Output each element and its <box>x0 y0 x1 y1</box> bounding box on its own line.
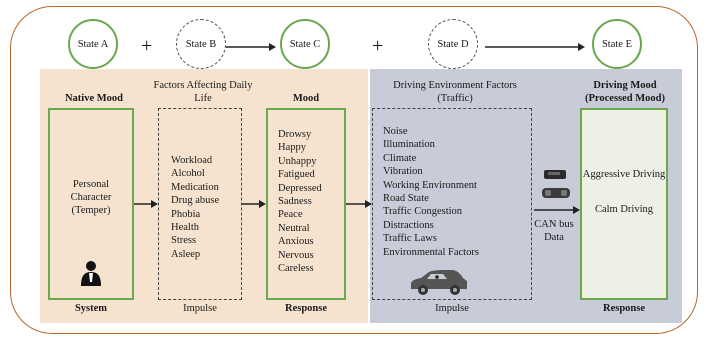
arrow-mood-to-environment <box>346 200 372 208</box>
environment-factor-item: Road State <box>383 193 429 205</box>
environment-factor-item: Climate <box>383 152 417 164</box>
system-label: System <box>74 303 108 314</box>
environment-factor-item: Traffic Laws <box>383 233 437 245</box>
environment-factor-item: Noise <box>383 126 408 137</box>
vehicle-sensor-icon <box>542 170 570 198</box>
mood-item: Unhappy <box>278 155 317 167</box>
environment-title: Driving Environment Factors (Traffic) <box>393 80 517 104</box>
personal-character-text: Personal Character (Temper) <box>70 179 112 216</box>
arrow-native-to-factors <box>134 200 158 208</box>
environment-factor-item: Working Environment <box>383 179 477 191</box>
state-e-label: State E <box>601 38 633 50</box>
mood-item: Drowsy <box>278 129 312 140</box>
arrow-b-to-c <box>226 43 276 51</box>
plus-sign-1: + <box>141 35 153 57</box>
mood-footer: Response <box>284 303 327 314</box>
native-mood-title: Native Mood <box>64 93 124 104</box>
mood-item: Careless <box>278 263 314 275</box>
environment-factor-item: Distractions <box>383 219 434 231</box>
arrow-canbus-to-driving-mood <box>534 206 580 214</box>
state-c-node: State C <box>280 19 330 69</box>
mood-item: Sadness <box>278 196 312 208</box>
aggressive-driving-text: Aggressive Driving <box>582 169 666 180</box>
car-driver-icon <box>411 270 467 295</box>
state-b-node: State B <box>176 19 226 69</box>
arrow-d-to-e <box>485 43 585 51</box>
factor-item: Workload <box>171 155 213 166</box>
person-icon <box>81 261 101 286</box>
driving-mood-title: Driving Mood (Processed Mood) <box>585 80 665 104</box>
mood-item: Neutral <box>278 222 310 234</box>
arrow-factors-to-mood <box>242 200 266 208</box>
state-a-label: State A <box>77 38 109 50</box>
factor-item: Drug abuse <box>171 195 220 207</box>
driving-mood-footer: Response <box>602 303 645 314</box>
mood-title: Mood <box>292 93 320 104</box>
factor-item: Health <box>171 222 199 234</box>
state-d-label: State D <box>437 38 469 50</box>
state-b-label: State B <box>185 38 217 50</box>
outer-frame <box>10 6 698 334</box>
factors-title: Factors Affecting Daily Life <box>153 80 253 104</box>
environment-footer: Impulse <box>435 303 469 314</box>
driving-mood-box: Aggressive Driving Calm Driving <box>580 108 668 300</box>
mood-item: Nervous <box>278 249 314 261</box>
mood-item: Fatigued <box>278 169 315 181</box>
environment-factor-item: Illumination <box>383 139 435 151</box>
environment-factor-item: Traffic Congestion <box>383 206 463 218</box>
calm-driving-text: Calm Driving <box>594 204 654 215</box>
mood-item: Peace <box>278 209 303 221</box>
state-e-node: State E <box>592 19 642 69</box>
native-mood-box: Personal Character (Temper) <box>48 108 134 300</box>
can-bus-data-label: CAN bus Data <box>534 219 574 243</box>
factor-item: Medication <box>171 181 219 193</box>
environment-factor-item: Environmental Factors <box>383 246 479 258</box>
state-a-node: State A <box>68 19 118 69</box>
factors-footer: Impulse <box>183 303 217 314</box>
factor-item: Stress <box>171 235 197 247</box>
mood-item: Anxious <box>278 236 314 248</box>
environment-factor-item: Vibration <box>383 166 423 178</box>
factor-item: Asleep <box>171 248 201 260</box>
plus-sign-2: + <box>372 35 384 57</box>
state-c-label: State C <box>289 38 321 50</box>
factor-item: Alcohol <box>171 168 205 180</box>
factor-item: Phobia <box>171 208 201 220</box>
mood-item: Happy <box>278 142 306 154</box>
mood-item: Depressed <box>278 182 322 194</box>
state-d-node: State D <box>428 19 478 69</box>
